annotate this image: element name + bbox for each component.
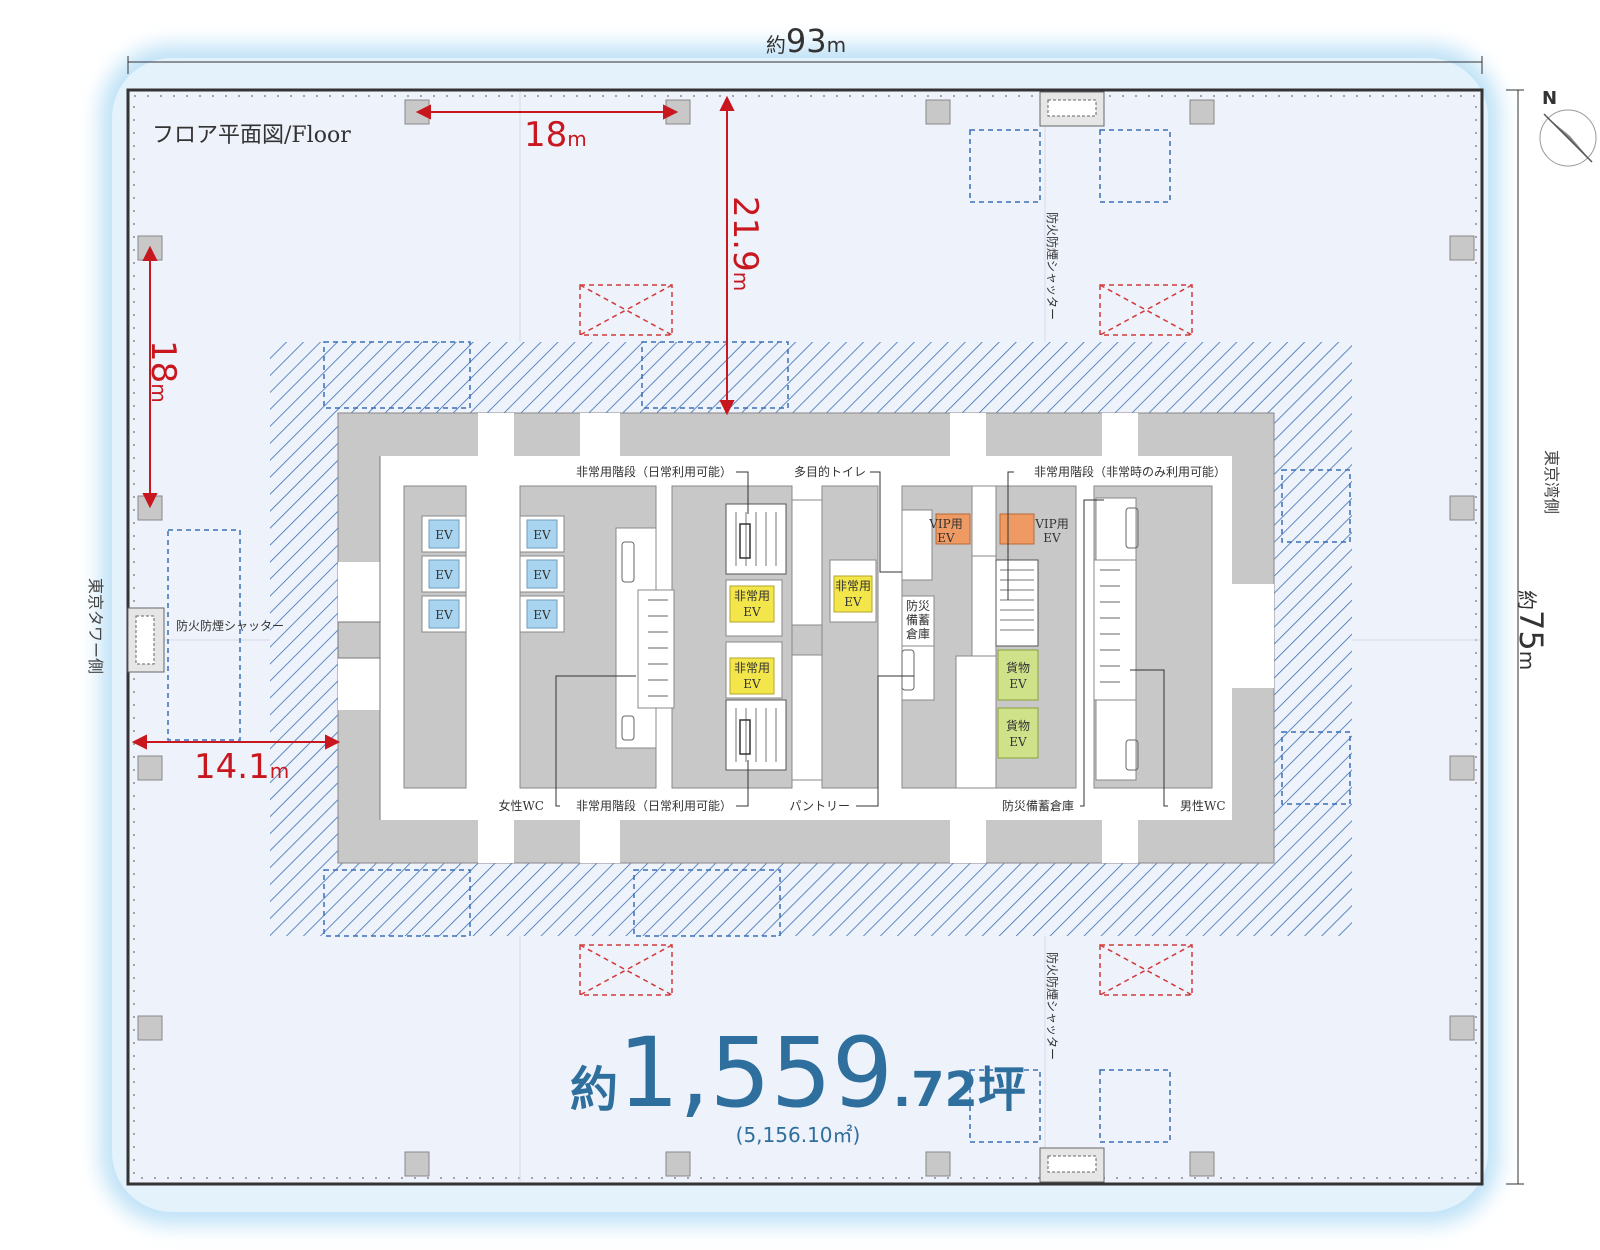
ev-label: EV bbox=[435, 568, 453, 582]
height-label: 約75m bbox=[1512, 590, 1550, 670]
emergency-ev-label: 非常用 bbox=[835, 579, 871, 593]
emergency-ev-label: 非常用 bbox=[734, 589, 770, 603]
shutter-label-top: 防火防煙シャッター bbox=[1045, 212, 1060, 320]
ev-label: EV bbox=[435, 608, 453, 622]
storage-label: 備蓄 bbox=[906, 612, 930, 627]
core-depth-value: 21.9 bbox=[725, 196, 765, 272]
stairs-emergency-only-label: 非常用階段（非常時のみ利用可能） bbox=[1034, 464, 1226, 479]
callout-lines bbox=[555, 471, 1168, 807]
freight-ev-label: 貨物 bbox=[1006, 660, 1030, 675]
span-top-label: 18m bbox=[524, 115, 587, 155]
width-unit: m bbox=[827, 33, 846, 57]
freight-ev-label: EV bbox=[1009, 735, 1027, 749]
span-left-unit: m bbox=[147, 383, 171, 402]
stairs-daily-bottom-label: 非常用階段（日常利用可能） bbox=[576, 798, 732, 813]
ev-label: EV bbox=[533, 528, 551, 542]
freight-elevators: 貨物 EV 貨物 EV bbox=[997, 649, 1039, 759]
emergency-ev-label: 非常用 bbox=[734, 661, 770, 675]
vip-ev-label: VIP用 bbox=[928, 517, 962, 531]
storage-room: 防災 備蓄 倉庫 bbox=[901, 595, 935, 647]
emergency-elevator-labels: 非常用 EV 非常用 EV 非常用 EV bbox=[734, 579, 871, 691]
floor-area-sqm: (5,156.10㎡) bbox=[736, 1123, 861, 1147]
span-left-value: 18 bbox=[143, 340, 183, 383]
ev-label: EV bbox=[533, 608, 551, 622]
width-value: 93 bbox=[786, 22, 827, 60]
hatched-zone-dashed bbox=[323, 341, 1351, 937]
vip-ev-label: EV bbox=[937, 531, 955, 545]
area-prefix: 約 bbox=[570, 1062, 618, 1118]
mens-wc-label: 男性WC bbox=[1180, 799, 1226, 813]
gondola-units bbox=[127, 91, 1105, 1183]
height-unit: m bbox=[1515, 651, 1539, 670]
stairs-daily-top-label: 非常用階段（日常利用可能） bbox=[576, 464, 732, 479]
side-label-left: 東京タワー側 bbox=[86, 578, 105, 674]
elevator-bank-left bbox=[421, 515, 565, 633]
area-decimal: .72 bbox=[893, 1062, 978, 1118]
span-dimensions bbox=[131, 95, 735, 750]
emergency-elevators bbox=[725, 559, 877, 699]
perimeter-wall-inner bbox=[133, 95, 1477, 1179]
core-callouts: 非常用階段（日常利用可能） 多目的トイレ 非常用階段（非常時のみ利用可能） 女性… bbox=[498, 464, 1226, 813]
shutter-zones bbox=[167, 129, 1171, 1143]
width-label: 約93m bbox=[766, 22, 846, 60]
width-dimension: 約93m bbox=[127, 22, 1483, 74]
floor-area-label: 約1,559.72坪 bbox=[570, 1017, 1026, 1129]
height-dimension: 約75m bbox=[1506, 89, 1550, 1185]
womens-wc-label: 女性WC bbox=[498, 798, 544, 813]
ev-label: EV bbox=[533, 568, 551, 582]
core-offset-label: 14.1m bbox=[194, 747, 289, 787]
page-title: フロア平面図/Floor bbox=[152, 123, 351, 148]
vip-ev-label: EV bbox=[1043, 531, 1061, 545]
pantry-label: パントリー bbox=[789, 799, 850, 813]
area-unit: 坪 bbox=[978, 1062, 1026, 1118]
core-offset-value: 14.1 bbox=[194, 747, 270, 787]
freight-ev-label: EV bbox=[1009, 677, 1027, 691]
core-offset-unit: m bbox=[270, 759, 289, 783]
north-compass: N bbox=[1539, 88, 1597, 167]
storage-callout-label: 防災備蓄倉庫 bbox=[1002, 798, 1074, 813]
vip-elevators: VIP用 EV VIP用 EV bbox=[928, 513, 1069, 545]
width-prefix: 約 bbox=[766, 33, 786, 57]
multipurpose-toilet-label: 多目的トイレ bbox=[794, 464, 866, 479]
height-value: 75 bbox=[1512, 610, 1550, 651]
vip-ev-label: VIP用 bbox=[1034, 517, 1068, 531]
side-label-right: 東京湾側 bbox=[1542, 450, 1561, 514]
height-prefix: 約 bbox=[1515, 590, 1539, 610]
core-depth-unit: m bbox=[729, 272, 753, 291]
span-top-value: 18 bbox=[524, 115, 567, 155]
north-label: N bbox=[1542, 88, 1557, 109]
shutter-label-left: 防火防煙シャッター bbox=[176, 618, 284, 633]
storage-label: 倉庫 bbox=[906, 626, 930, 641]
elevator-labels: EV EV EV EV EV EV bbox=[435, 528, 551, 622]
core-depth-label: 21.9m bbox=[725, 196, 765, 291]
area-integer: 1,559 bbox=[618, 1017, 893, 1129]
storage-label: 防災 bbox=[906, 598, 930, 613]
freight-ev-label: 貨物 bbox=[1006, 718, 1030, 733]
shutter-label-bottom: 防火防煙シャッター bbox=[1045, 952, 1060, 1060]
span-left-label: 18m bbox=[143, 340, 183, 403]
span-top-unit: m bbox=[567, 127, 586, 151]
void-markers bbox=[579, 284, 1193, 996]
core bbox=[337, 412, 1275, 864]
emergency-ev-label: EV bbox=[743, 677, 761, 691]
emergency-ev-label: EV bbox=[743, 605, 761, 619]
emergency-ev-label: EV bbox=[844, 595, 862, 609]
ev-label: EV bbox=[435, 528, 453, 542]
